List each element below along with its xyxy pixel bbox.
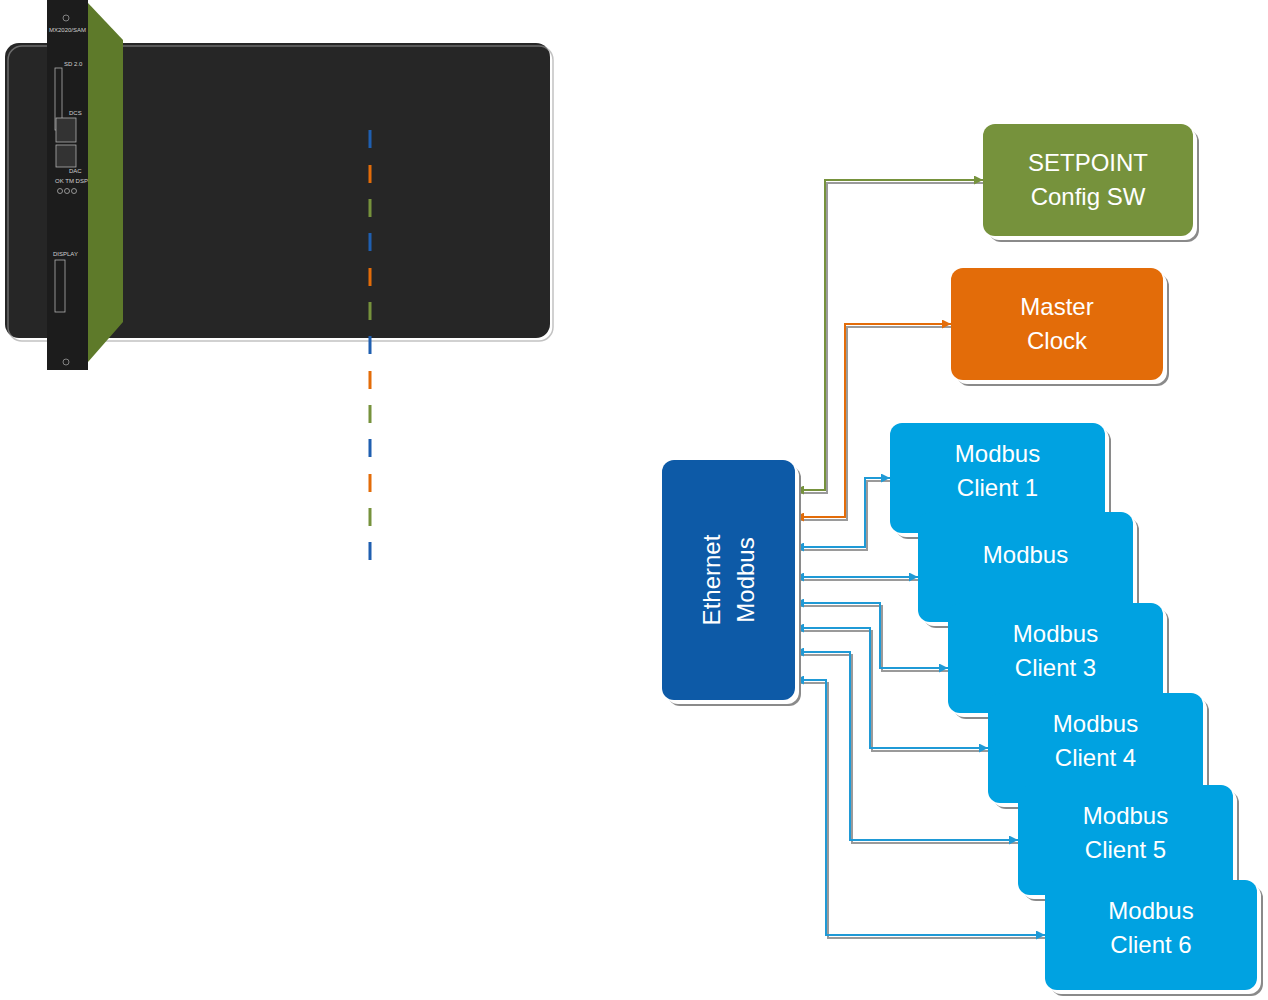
faceplate xyxy=(47,0,88,370)
device-box: Modbus Client 5 xyxy=(1018,785,1233,895)
node-label: Modbus Client 5 xyxy=(1066,799,1186,866)
node-label: Modbus xyxy=(983,538,1068,572)
connector xyxy=(795,576,918,578)
device-box: SETPOINT Config SW xyxy=(983,124,1193,236)
display-window xyxy=(55,260,65,312)
dashed-link xyxy=(369,130,372,560)
screw xyxy=(63,15,69,21)
node-label: Modbus Client 3 xyxy=(996,617,1116,684)
node-label: Modbus Client 1 xyxy=(938,437,1058,504)
device-box: Modbus Client 6 xyxy=(1045,880,1257,990)
ethernet-port xyxy=(56,118,76,142)
node-label: Master Clock xyxy=(992,290,1122,357)
panel-label: SD 2.0 xyxy=(64,61,82,67)
node-label: Modbus Client 6 xyxy=(1091,894,1211,961)
hub-box: Ethernet Modbus xyxy=(662,460,795,700)
connector-shadow xyxy=(797,579,920,581)
panel-label: DISPLAY xyxy=(53,251,78,257)
node-label: Modbus Client 4 xyxy=(1036,707,1156,774)
panel-label: DCS xyxy=(69,110,82,116)
led xyxy=(65,189,70,194)
device-box: Master Clock xyxy=(951,268,1163,380)
led xyxy=(58,189,63,194)
panel-label: DAC xyxy=(69,168,82,174)
dashed-link xyxy=(369,130,372,560)
panel-label: OK TM DSP xyxy=(55,178,88,184)
node-label: SETPOINT Config SW xyxy=(1008,146,1168,213)
ethernet-port xyxy=(56,145,76,167)
led xyxy=(72,189,77,194)
dashed-link xyxy=(369,130,372,560)
screw xyxy=(63,359,69,365)
panel-label: MX2020/SAM xyxy=(49,27,86,33)
faceplate-bevel xyxy=(88,3,123,362)
node-label: Ethernet Modbus xyxy=(695,515,762,645)
connector xyxy=(795,478,890,547)
